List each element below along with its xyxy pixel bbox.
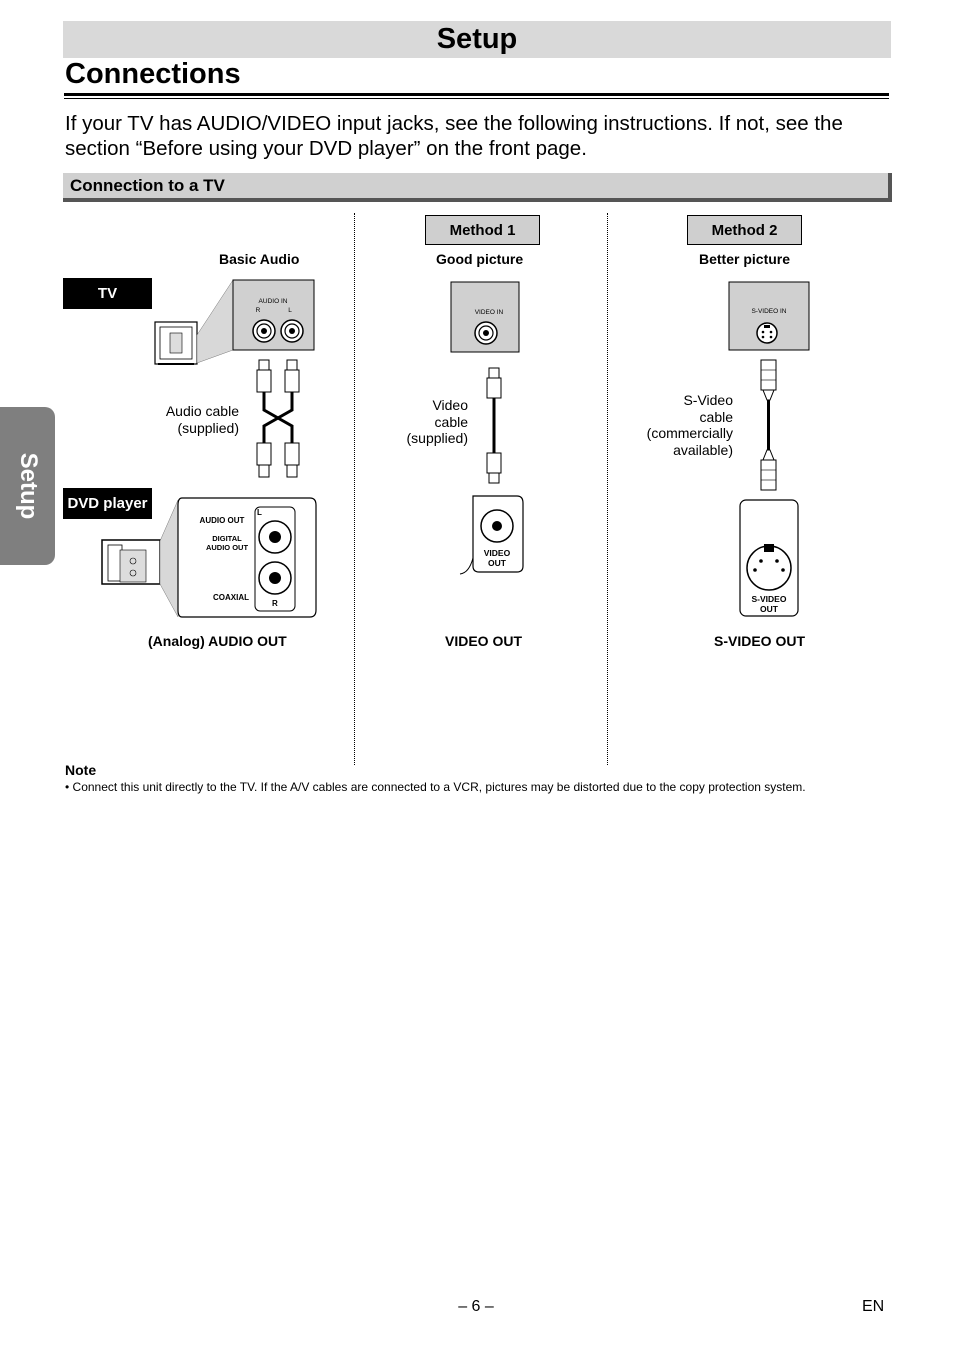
video-connection-illustration: VIDEO IN VIDEO OUT	[450, 281, 524, 575]
column-divider	[607, 213, 608, 765]
column-divider	[354, 213, 355, 765]
divider	[64, 93, 889, 96]
analog-audio-out-label: (Analog) AUDIO OUT	[148, 633, 287, 649]
side-tab[interactable]: Setup	[0, 407, 55, 565]
divider	[64, 97, 889, 99]
panel-l-label: L	[257, 508, 262, 517]
s-video-in-label: S-VIDEO IN	[751, 308, 786, 315]
subsection-title: Connection to a TV	[70, 176, 225, 195]
method-1-label: Method 1	[425, 215, 540, 245]
section-title: Connections	[65, 58, 241, 90]
audio-in-label: AUDIO IN	[259, 298, 288, 305]
note-title: Note	[65, 762, 97, 778]
dvd-player-tag: DVD player	[63, 488, 152, 519]
digital-audio-out-panel-label-2: AUDIO OUT	[206, 543, 249, 552]
page-header-title: Setup	[436, 23, 518, 55]
video-cable	[486, 367, 502, 484]
s-video-out-label: S-VIDEO OUT	[714, 633, 806, 649]
audio-connection-illustration: AUDIO IN R L AUDIO OUT DIGITAL AUDI	[101, 279, 317, 618]
video-in-label: VIDEO IN	[475, 309, 504, 316]
audio-cable	[256, 359, 300, 478]
tv-rear-icon	[154, 321, 198, 365]
good-picture-label: Good picture	[436, 251, 524, 267]
s-video-out-jack-label-2: OUT	[760, 604, 779, 614]
header-bar: Setup	[63, 21, 891, 58]
video-in-jack-panel: VIDEO IN	[450, 281, 520, 353]
better-picture-label: Better picture	[699, 251, 791, 267]
s-video-connection-illustration: S-VIDEO IN S-VIDEO OUT	[728, 281, 810, 617]
tv-tag: TV	[63, 278, 152, 309]
s-video-out-jack-label: S-VIDEO	[752, 594, 787, 604]
basic-audio-label: Basic Audio	[219, 251, 300, 267]
language-code: EN	[862, 1298, 885, 1315]
digital-audio-out-panel-label: DIGITAL	[212, 534, 242, 543]
video-out-jack-label-2: OUT	[488, 558, 507, 568]
s-video-cable	[760, 359, 777, 491]
audio-in-jack-panel: AUDIO IN R L	[232, 279, 315, 351]
dvd-audio-out-panel: AUDIO OUT DIGITAL AUDIO OUT COAXIAL L R	[177, 497, 317, 618]
intro-paragraph: If your TV has AUDIO/VIDEO input jacks, …	[65, 112, 843, 160]
jack-l-label: L	[288, 307, 292, 314]
s-video-in-jack-panel: S-VIDEO IN	[728, 281, 810, 351]
dvd-rear-icon	[101, 539, 161, 585]
video-cable-label: Video cable (supplied)	[406, 397, 468, 446]
subsection-bar: Connection to a TV	[63, 173, 892, 202]
note-text: • Connect this unit directly to the TV. …	[65, 780, 806, 794]
video-out-jack: VIDEO OUT	[459, 495, 524, 575]
panel-r-label: R	[272, 599, 278, 608]
video-out-jack-label: VIDEO	[484, 548, 511, 558]
video-out-label: VIDEO OUT	[445, 633, 523, 649]
audio-out-panel-label: AUDIO OUT	[200, 516, 245, 525]
side-tab-label: Setup	[14, 452, 42, 520]
s-video-out-jack: S-VIDEO OUT	[739, 499, 799, 617]
jack-r-label: R	[256, 307, 261, 314]
coaxial-label: COAXIAL	[213, 593, 249, 602]
page-number: – 6 –	[458, 1298, 494, 1315]
method-2-label: Method 2	[687, 215, 802, 245]
audio-cable-label: Audio cable (supplied)	[165, 403, 239, 436]
s-video-cable-label: S-Video cable (commercially available)	[646, 392, 733, 458]
